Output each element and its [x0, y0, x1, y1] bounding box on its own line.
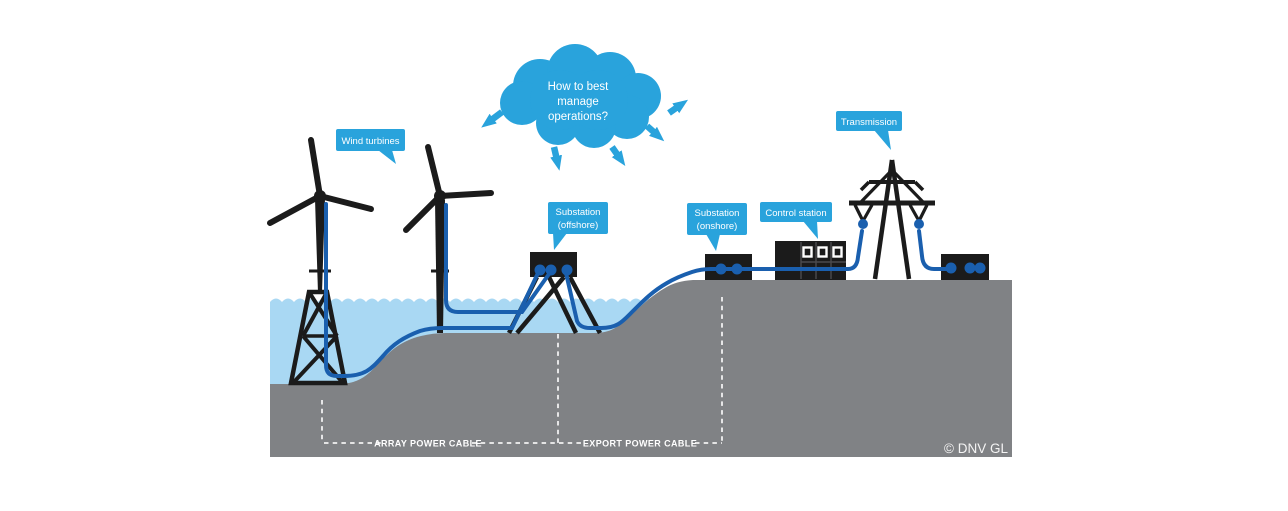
power-cables — [324, 202, 955, 378]
cloud-shape — [500, 44, 661, 148]
arrow-down-right-icon — [609, 145, 626, 167]
export-power-cable-text: EXPORT POWER CABLE — [583, 439, 697, 449]
turbine2-hub — [434, 190, 446, 202]
turbine1-lattice-foundation — [288, 289, 348, 386]
turbine1-hub — [314, 190, 326, 202]
array-power-cable-text: ARRAY POWER CABLE — [374, 439, 482, 449]
transmission-pylon — [849, 159, 935, 280]
export-cable — [564, 229, 864, 330]
arrow-left-icon — [481, 109, 504, 128]
turbine2-rotor — [403, 144, 494, 233]
turbine2-tower — [435, 200, 445, 333]
array-cable-turbine1 — [324, 202, 540, 378]
cable-annotation-lines: ARRAY POWER CABLE EXPORT POWER CABLE — [321, 297, 723, 449]
wind-turbine-2 — [403, 144, 494, 333]
label-transmission: Transmission — [836, 111, 902, 150]
transmission-cable — [917, 229, 955, 271]
turbine1-rotor — [267, 137, 374, 226]
cable-connectors — [534, 219, 986, 276]
control-station-window — [802, 246, 813, 258]
wind-turbine-1 — [267, 137, 374, 386]
control-station-building — [775, 241, 846, 280]
label-control-station-text: Control station — [765, 208, 826, 219]
arrow-down-icon — [550, 146, 562, 171]
label-substation-onshore-line1: Substation — [695, 208, 740, 219]
label-substation-onshore-line2: (onshore) — [697, 221, 738, 232]
label-substation-offshore-line2: (offshore) — [558, 220, 598, 231]
label-wind-turbines: Wind turbines — [336, 129, 405, 164]
cloud-text-line3: operations? — [548, 111, 608, 123]
arrow-right-down-icon — [644, 123, 665, 142]
label-control-station: Control station — [760, 202, 832, 239]
cloud-arrows — [481, 99, 689, 171]
control-station-window — [832, 246, 843, 258]
label-substation-onshore: Substation (onshore) — [687, 203, 747, 251]
seabed-land — [270, 280, 1012, 457]
cloud-text-line1: How to best — [548, 81, 610, 93]
copyright-dnv-gl: © DNV GL — [944, 441, 1008, 456]
cloud-text-line2: manage — [557, 96, 599, 108]
label-substation-offshore: Substation (offshore) — [548, 202, 608, 250]
label-wind-turbines-text: Wind turbines — [341, 136, 399, 147]
turbine1-tower — [315, 199, 325, 293]
array-cable-turbine2 — [444, 203, 551, 314]
label-substation-offshore-line1: Substation — [556, 207, 601, 218]
arrow-up-right-icon — [667, 99, 689, 116]
control-station-window — [817, 246, 828, 258]
label-transmission-text: Transmission — [841, 117, 897, 128]
question-cloud: How to best manage operations? — [481, 44, 689, 171]
